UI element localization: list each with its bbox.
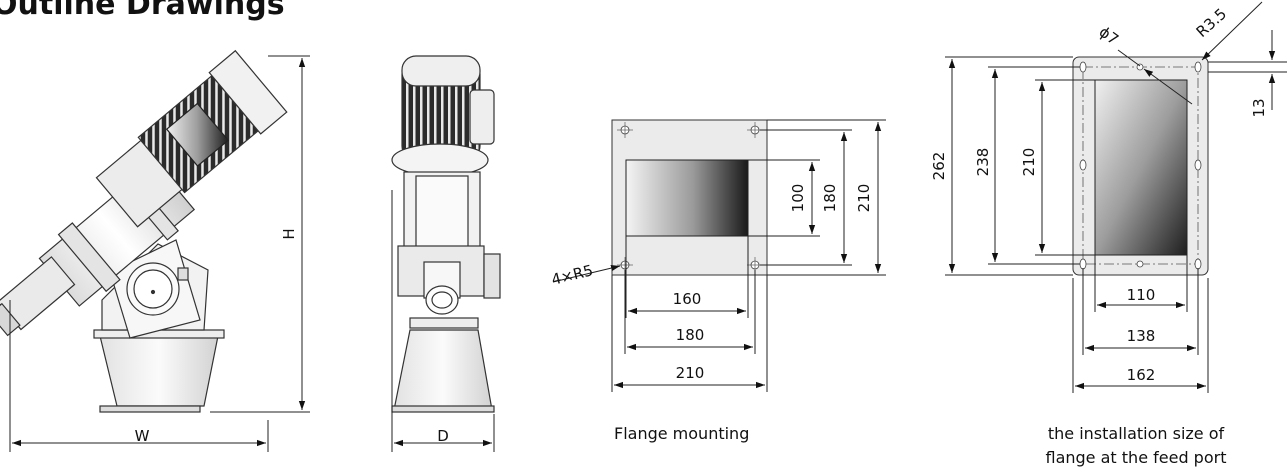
flange-dimension-lines xyxy=(552,119,886,392)
flange-180-horizontal-label: 180 xyxy=(676,326,705,344)
feed-110-label: 110 xyxy=(1127,286,1156,304)
feed-138-label: 138 xyxy=(1127,327,1156,345)
feed-13-label: 13 xyxy=(1250,98,1268,117)
flange-100-label: 100 xyxy=(789,184,807,213)
feed-162-label: 162 xyxy=(1127,366,1156,384)
flange-210-vertical-label: 210 xyxy=(855,184,873,213)
height-label: H xyxy=(280,228,298,239)
feed-port-caption-line2: flange at the feed port xyxy=(1046,448,1227,467)
front-view-drawing xyxy=(391,55,501,413)
height-dimension xyxy=(210,55,310,413)
width-label: W xyxy=(135,427,150,445)
feed-238-label: 238 xyxy=(974,148,992,177)
flange-mounting-caption: Flange mounting xyxy=(614,424,749,443)
flange-210-horizontal-label: 210 xyxy=(676,364,705,382)
feed-262-label: 262 xyxy=(930,152,948,181)
feed-port-flange-drawing xyxy=(1072,56,1209,276)
page-title: Outline Drawings xyxy=(0,0,285,22)
feed-210-label: 210 xyxy=(1020,148,1038,177)
side-view-drawing xyxy=(0,49,288,413)
width-dimension xyxy=(9,300,269,452)
flange-180-vertical-label: 180 xyxy=(821,184,839,213)
flange-hole-radius-label: 4×R5 xyxy=(550,261,595,289)
feed-port-dimension-lines xyxy=(945,1,1287,393)
feed-port-caption-line1: the installation size of xyxy=(1048,424,1225,443)
flange-mounting-drawing xyxy=(611,119,768,276)
flange-160-label: 160 xyxy=(673,290,702,308)
feed-corner-radius-label: R3.5 xyxy=(1193,5,1231,41)
feed-hole-diameter-label: ϕ7 xyxy=(1096,23,1122,49)
depth-dimension xyxy=(391,190,495,452)
depth-label: D xyxy=(437,427,449,445)
